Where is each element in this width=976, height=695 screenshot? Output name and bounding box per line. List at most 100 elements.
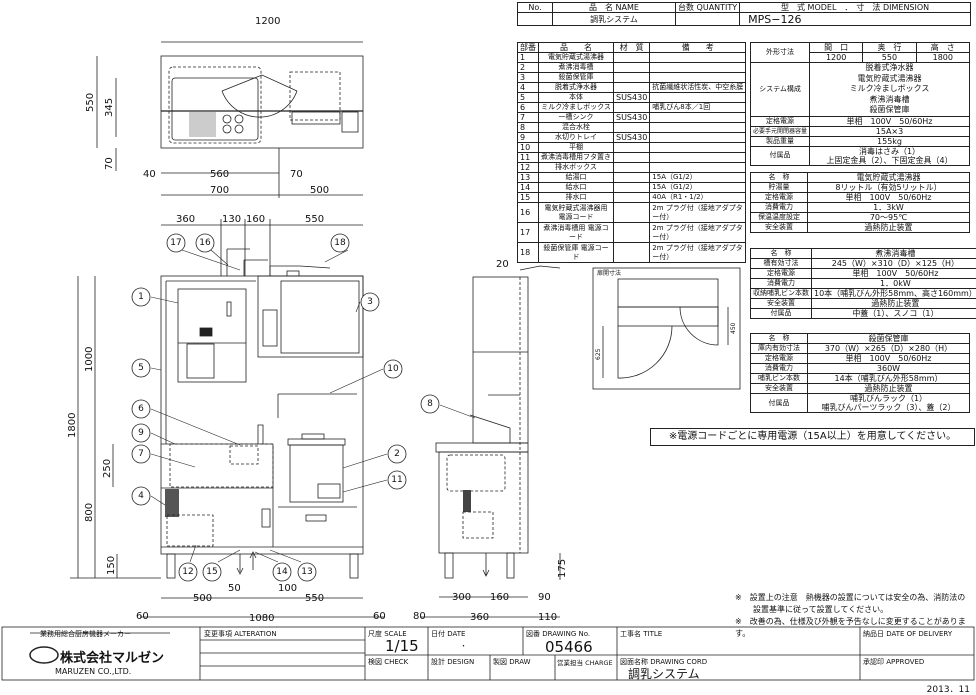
- spec-key: 貯湯量: [751, 183, 808, 193]
- spec-key: 安全装置: [751, 299, 812, 309]
- spec-value: 360W: [808, 364, 970, 374]
- spec-key: 定格電源: [751, 269, 812, 279]
- dim-front-250: 250: [102, 459, 113, 478]
- spec-key: 収納哺乳ビン本数: [751, 289, 812, 299]
- spec-key: 名 称: [751, 249, 812, 259]
- svg-text:16: 16: [199, 238, 211, 248]
- svg-text:11: 11: [391, 475, 402, 485]
- part-note: [650, 73, 746, 83]
- spec-row: 定格電源単相 100V 50/60Hz: [751, 269, 976, 279]
- top-view: [97, 42, 363, 198]
- dim-front-130: 130: [222, 214, 241, 225]
- spec-key: 消費電力: [751, 364, 808, 374]
- part-no: 7: [518, 113, 539, 123]
- spec-value: 単相 100V 50/60Hz: [808, 354, 970, 364]
- spec-value: 電気貯蔵式湯沸器: [808, 173, 970, 183]
- spec-row: 名 称電気貯蔵式湯沸器: [751, 173, 970, 183]
- parts-header-name: 品 名: [539, 43, 614, 53]
- part-note: [650, 53, 746, 63]
- parts-header-note: 備 考: [650, 43, 746, 53]
- part-note: 40A（R1・1/2）: [650, 193, 746, 203]
- callout-8: 8: [421, 395, 439, 413]
- dim-front-500: 500: [193, 593, 212, 604]
- date-label: 日付 DATE: [431, 629, 465, 639]
- door-opening-inset: [593, 268, 740, 389]
- part-note: [650, 133, 746, 143]
- spec-value: 14本（哺乳びん外形58mm）: [808, 374, 970, 384]
- spec-height: 1800: [916, 53, 969, 63]
- callout-10: 10: [384, 360, 402, 378]
- spec-row: 定格電源単相 100V 50/60Hz: [751, 354, 970, 364]
- part-note: [650, 63, 746, 73]
- dim-front-1800: 1800: [67, 413, 78, 438]
- part-name: 煮沸消毒槽: [539, 63, 614, 73]
- spec-value: 単相 100V 50/60Hz: [808, 193, 970, 203]
- dim-inset-450: 450: [730, 322, 737, 334]
- part-name: 殺菌保管庫: [539, 73, 614, 83]
- callout-6: 6: [132, 400, 150, 418]
- dim-top-500: 500: [310, 185, 329, 196]
- spec-row: 付属品中蓋（1）、スノコ（1）: [751, 309, 976, 319]
- spec-key: 定格電源: [751, 193, 808, 203]
- callout-4: 4: [132, 487, 150, 505]
- spec-value: 過熱防止装置: [812, 299, 976, 309]
- part-no: 9: [518, 133, 539, 143]
- dim-inset-625: 625: [595, 348, 602, 360]
- svg-text:9: 9: [138, 428, 144, 438]
- part-material: SUS430: [614, 113, 650, 123]
- part-no: 14: [518, 183, 539, 193]
- part-note: [650, 143, 746, 153]
- part-no: 17: [518, 223, 539, 243]
- callout-13: 13: [298, 563, 316, 581]
- dim-side-90: 90: [538, 592, 551, 603]
- svg-text:4: 4: [138, 491, 144, 501]
- spec-key: 庫内有効寸法: [751, 344, 808, 354]
- svg-text:8: 8: [427, 399, 433, 409]
- part-name: 電気貯蔵式湯沸器用 電源コード: [539, 203, 614, 223]
- part-material: [614, 243, 650, 263]
- part-no: 15: [518, 193, 539, 203]
- dim-front-550b: 550: [305, 593, 324, 604]
- dim-front-360: 360: [176, 214, 195, 225]
- power-notice: ※電源コードごとに専用電源（15A以上）を用意してください。: [650, 428, 975, 446]
- part-material: [614, 203, 650, 223]
- part-name: 排水口: [539, 193, 614, 203]
- spec-value: 245（W）×310（D）×125（H）: [812, 259, 976, 269]
- dim-top-depth: 550: [85, 93, 96, 112]
- part-name: 煮沸消毒槽用 電源コード: [539, 223, 614, 243]
- part-note: 哺乳びん8本／1回: [650, 103, 746, 113]
- svg-text:1: 1: [138, 292, 144, 302]
- svg-text:14: 14: [276, 567, 288, 577]
- part-note: 2m プラグ付（接地アダプター付）: [650, 223, 746, 243]
- inset-title: 扉開寸法: [597, 269, 621, 277]
- callout-16: 16: [196, 234, 214, 252]
- drawing-no-value: 05466: [545, 638, 593, 656]
- part-name: 一槽シンク: [539, 113, 614, 123]
- part-no: 2: [518, 63, 539, 73]
- svg-text:3: 3: [367, 297, 373, 307]
- part-note: [650, 123, 746, 133]
- callout-14: 14: [273, 563, 291, 581]
- part-name: 煮沸消毒槽用フタ置き: [539, 153, 614, 163]
- dim-top-345: 345: [104, 98, 115, 117]
- title-label: 工事名 TITLE: [620, 629, 662, 639]
- callout-2: 2: [388, 445, 406, 463]
- part-no: 11: [518, 153, 539, 163]
- spec-key: 消費電力: [751, 279, 812, 289]
- part-no: 18: [518, 243, 539, 263]
- svg-text:18: 18: [334, 238, 346, 248]
- design-label: 設計 DESIGN: [431, 657, 474, 667]
- dim-side-80: 80: [413, 611, 426, 622]
- side-view: [420, 266, 560, 617]
- part-name: 混合水栓: [539, 123, 614, 133]
- part-no: 3: [518, 73, 539, 83]
- front-view: [70, 219, 385, 617]
- company-name-en: MARUZEN CO.,LTD.: [55, 667, 131, 676]
